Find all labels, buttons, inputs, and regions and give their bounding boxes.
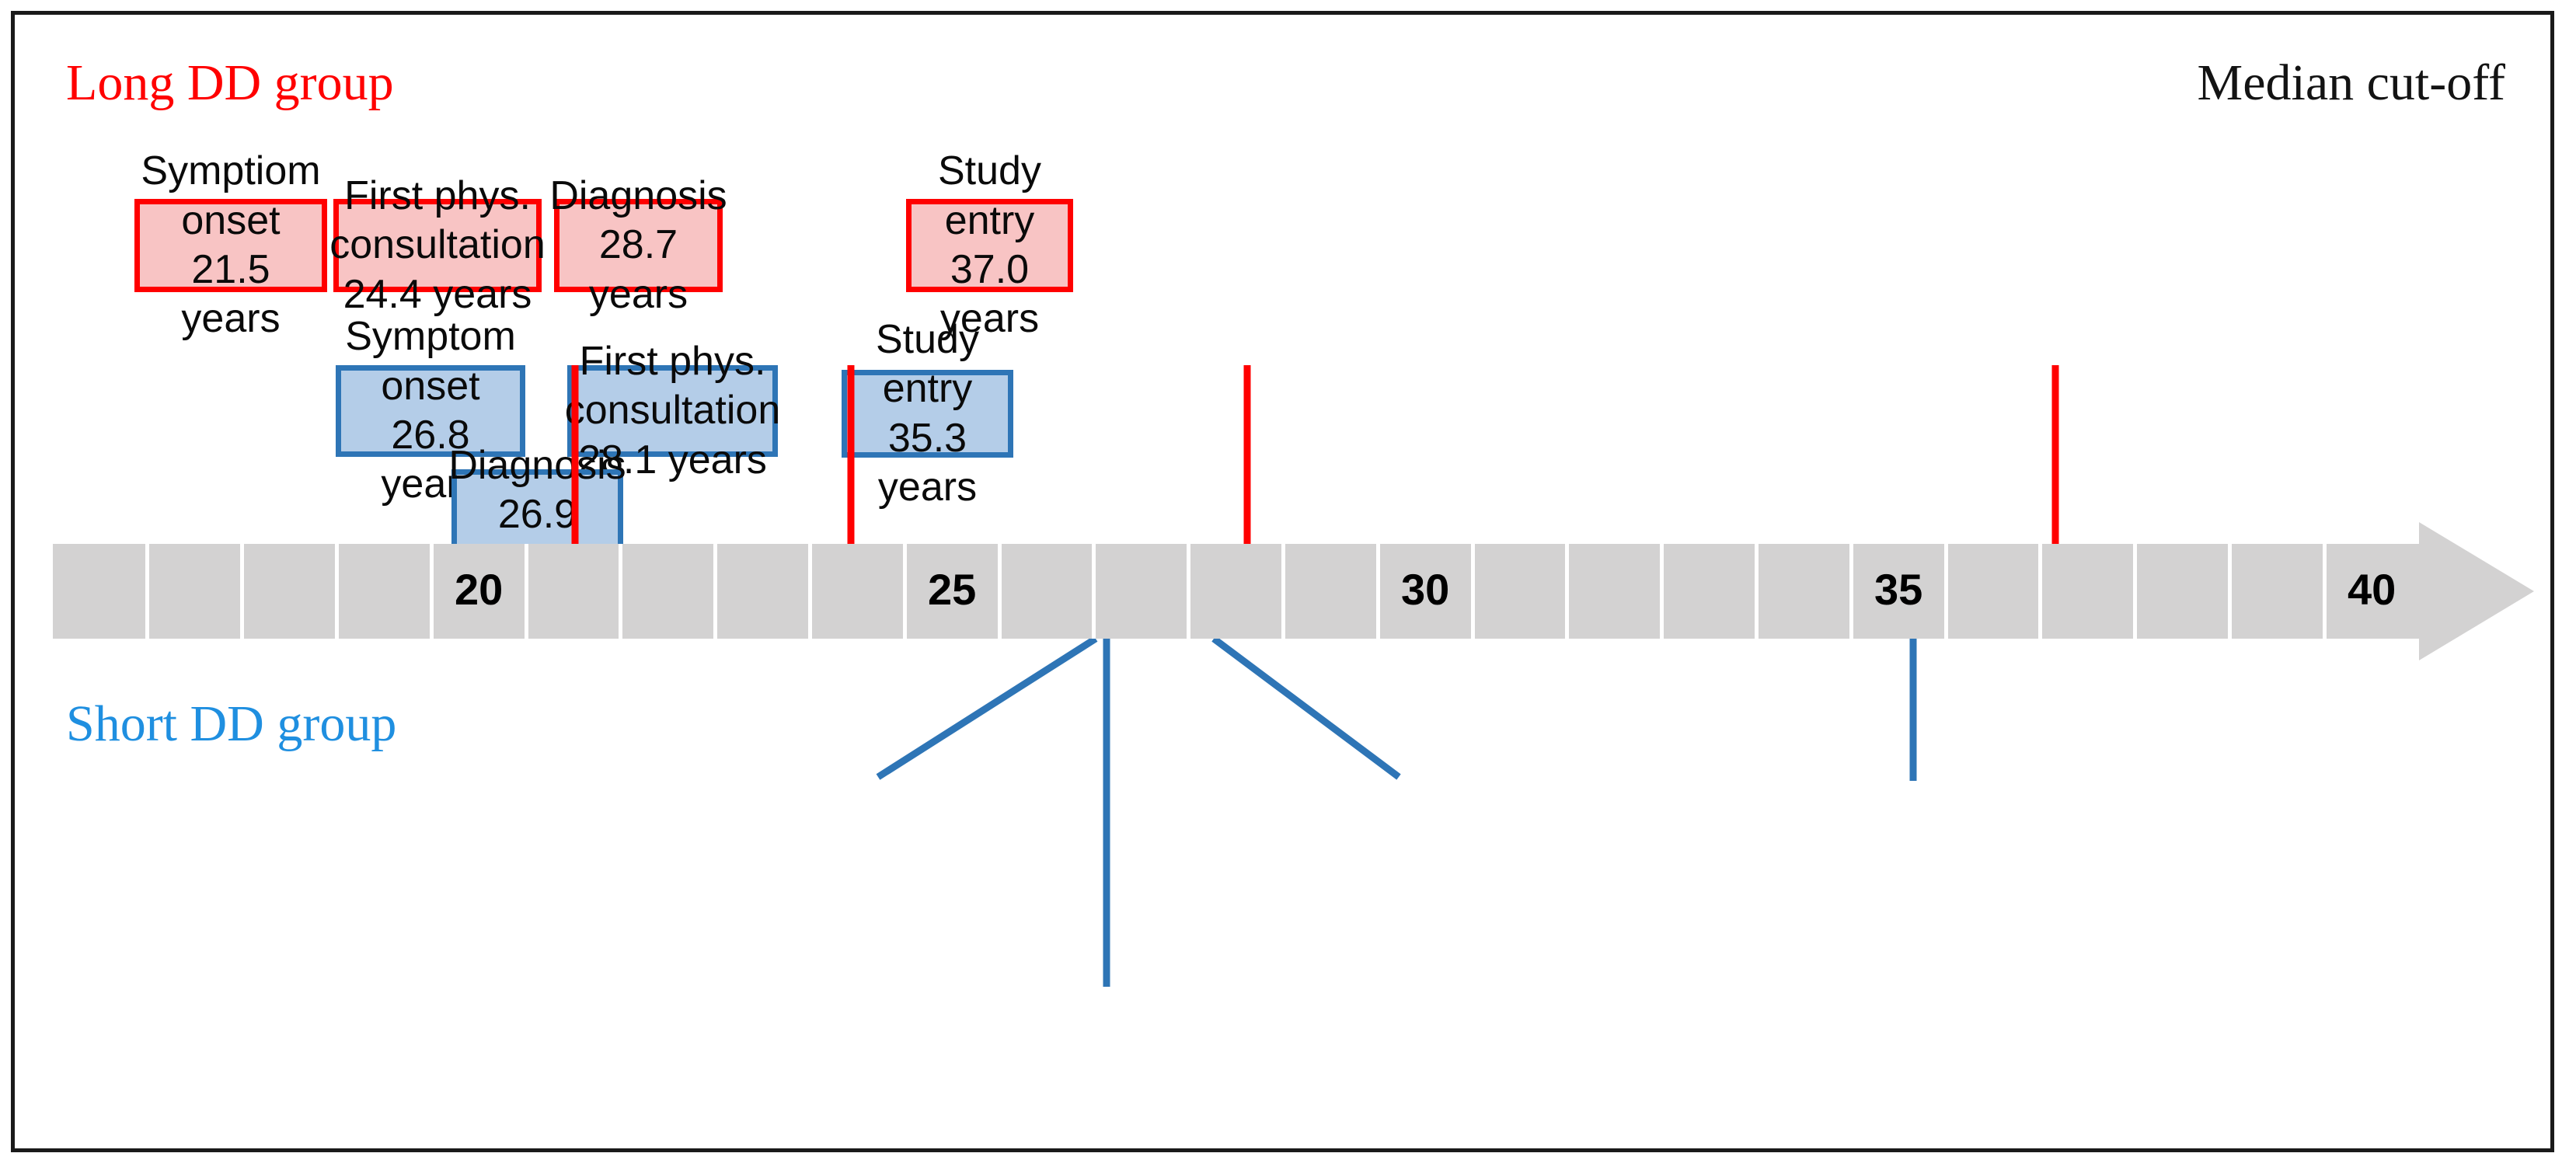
callout-line-1: Study entry [938, 148, 1041, 243]
axis-divider [2133, 544, 2138, 639]
axis-tick-label-30: 30 [1400, 565, 1450, 614]
timeline-axis: 20 25 30 35 40 [53, 522, 2534, 660]
callout-line-1: Symptiom onset [141, 148, 321, 243]
callout-long-symptom-onset[interactable]: Symptiom onset 21.5 years [134, 148, 327, 341]
axis-tick-label-25: 25 [927, 565, 977, 614]
callout-line-2: consultation [564, 388, 781, 434]
axis-tick-label-40: 40 [2347, 565, 2396, 614]
callout-line-1: First phys. [579, 338, 766, 384]
short-dd-group-label: Short DD group [66, 695, 397, 752]
axis-divider [713, 544, 718, 639]
axis-divider [2227, 544, 2232, 639]
median-cutoff-label: Median cut-off [2197, 54, 2505, 111]
axis-divider [2322, 544, 2327, 639]
axis-divider [334, 544, 339, 639]
callout-long-diagnosis[interactable]: Diagnosis 28.7 years [549, 173, 727, 317]
callout-line-1: First phys. [344, 172, 531, 218]
axis-divider [240, 544, 245, 639]
callout-short-first-consultation[interactable]: First phys. consultation 28.1 years [564, 339, 781, 482]
axis-divider [1092, 544, 1096, 639]
callout-line-1: Diagnosis [549, 172, 727, 218]
axis-tick-label-35: 35 [1874, 565, 1923, 614]
axis-divider [1187, 544, 1191, 639]
callout-line-2: 37.0 years [939, 247, 1040, 342]
axis-divider [1660, 544, 1664, 639]
axis-divider [997, 544, 1002, 639]
axis-divider [524, 544, 528, 639]
callout-line-3: 24.4 years [343, 271, 532, 317]
callout-line-2: 28.7 years [588, 222, 688, 317]
callout-short-symptom-onset[interactable]: Symptom onset 26.8 years [336, 314, 525, 507]
callout-line-1: Diagnosis [448, 442, 626, 488]
axis-divider [429, 544, 434, 639]
axis-divider [2038, 544, 2043, 639]
axis-divider [145, 544, 150, 639]
axis-divider [1470, 544, 1475, 639]
callout-long-first-consultation[interactable]: First phys. consultation 24.4 years [329, 173, 546, 317]
callout-line-1: Symptom onset [345, 314, 516, 409]
axis-divider [902, 544, 907, 639]
axis-divider [1943, 544, 1948, 639]
callout-short-study-entry[interactable]: Study entry 35.3 years [842, 317, 1013, 510]
axis-divider [1849, 544, 1853, 639]
axis-divider [619, 544, 623, 639]
axis-divider [1375, 544, 1380, 639]
axis-tick-label-20: 20 [454, 565, 504, 614]
callout-long-study-entry[interactable]: Study entry 37.0 years [906, 148, 1073, 341]
callout-line-2: consultation [329, 222, 546, 268]
axis-divider [1565, 544, 1570, 639]
long-dd-group-label: Long DD group [66, 54, 394, 111]
axis-arrow-head [2419, 522, 2534, 660]
axis-bar [53, 544, 2419, 639]
axis-divider [807, 544, 812, 639]
callout-line-1: Study entry [876, 316, 979, 412]
callout-line-2: 35.3 years [877, 415, 978, 510]
axis-divider [1754, 544, 1759, 639]
axis-divider [1281, 544, 1285, 639]
callout-line-2: 21.5 years [181, 247, 281, 342]
